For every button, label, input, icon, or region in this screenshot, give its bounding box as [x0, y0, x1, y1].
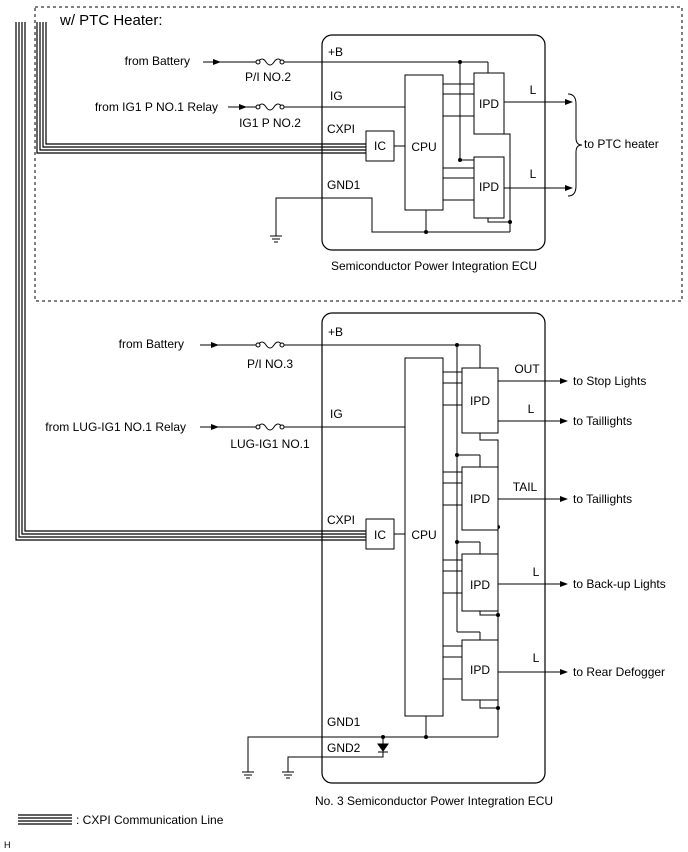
pin-ig: IG	[330, 407, 343, 421]
output-pin: L	[533, 651, 540, 665]
ecu-caption: Semiconductor Power Integration ECU	[331, 259, 537, 273]
ipd-block	[461, 553, 499, 612]
ic-label: IC	[374, 139, 386, 153]
output-pin: TAIL	[513, 480, 538, 494]
output-pin: OUT	[514, 362, 540, 376]
pin-cxpi: CXPI	[327, 122, 355, 136]
output-pin: L	[528, 402, 535, 416]
pin-ig: IG	[330, 89, 343, 103]
brace	[567, 93, 583, 197]
ig-fuse-label: LUG-IG1 NO.1	[230, 437, 310, 451]
ipd-label: IPD	[479, 97, 499, 111]
ipd-label: IPD	[470, 492, 490, 506]
output-destination: to Taillights	[573, 414, 632, 428]
output-pin: L	[533, 565, 540, 579]
output-destination: to Stop Lights	[573, 374, 646, 388]
diode-icon	[377, 743, 389, 753]
footer-mark: H	[4, 840, 11, 850]
ipd-label: IPD	[470, 394, 490, 408]
ig-input-label: from IG1 P NO.1 Relay	[95, 100, 218, 114]
section-frame	[34, 6, 683, 302]
fuse-symbol	[257, 423, 283, 431]
output-destination: to Taillights	[573, 492, 632, 506]
legend: : CXPI Communication Line	[18, 813, 224, 827]
ig-fuse-label: IG1 P NO.2	[239, 116, 301, 130]
ic-block	[365, 130, 395, 162]
battery-fuse-label: P/I NO.2	[245, 70, 291, 84]
ground-icon	[242, 771, 254, 779]
fuse-symbol	[257, 341, 283, 349]
no3-ecu-section: No. 3 Semiconductor Power Integration EC…	[45, 312, 666, 808]
cpu-block	[404, 357, 444, 717]
battery-input-label: from Battery	[125, 54, 190, 68]
ipd-block	[473, 72, 505, 135]
ecu-box	[321, 312, 546, 784]
cpu-label: CPU	[411, 528, 436, 542]
battery-fuse-label: P/I NO.3	[247, 357, 293, 371]
legend-label: : CXPI Communication Line	[76, 813, 224, 827]
pin-b: +B	[328, 325, 343, 339]
output-destination: to Rear Defogger	[573, 665, 665, 679]
cpu-block	[404, 74, 444, 211]
ipd-block	[461, 466, 499, 531]
pin-gnd1: GND1	[327, 178, 361, 192]
ground-icon	[282, 771, 294, 779]
ic-label: IC	[374, 528, 386, 542]
ecu-caption: No. 3 Semiconductor Power Integration EC…	[315, 794, 553, 808]
ptc-destination: to PTC heater	[584, 137, 659, 151]
cxpi-line-swatch	[18, 814, 72, 825]
cpu-label: CPU	[411, 140, 436, 154]
battery-input-label: from Battery	[119, 337, 184, 351]
ground-icon	[270, 232, 282, 243]
fuse-symbol	[257, 58, 283, 66]
ecu-box	[321, 34, 546, 251]
pin-b: +B	[328, 45, 343, 59]
ipd-label: IPD	[470, 663, 490, 677]
output-pin: L	[530, 83, 537, 97]
ig-input-label: from LUG-IG1 NO.1 Relay	[45, 420, 186, 434]
ipd-label: IPD	[470, 578, 490, 592]
pin-cxpi: CXPI	[327, 513, 355, 527]
ipd-block	[461, 639, 499, 701]
ipd-block	[473, 156, 505, 219]
pin-gnd2: GND2	[327, 741, 361, 755]
output-destination: to Back-up Lights	[573, 577, 666, 591]
ic-block	[365, 518, 395, 550]
pin-gnd1: GND1	[327, 715, 361, 729]
section-heading: w/ PTC Heater:	[59, 12, 163, 29]
output-pin: L	[530, 167, 537, 181]
cxpi-bus	[15, 22, 366, 541]
ipd-block	[461, 367, 499, 434]
ipd-label: IPD	[479, 180, 499, 194]
fuse-symbol	[257, 103, 283, 111]
ptc-heater-section: w/ PTC Heater: Semiconductor Power Integ…	[34, 6, 683, 302]
